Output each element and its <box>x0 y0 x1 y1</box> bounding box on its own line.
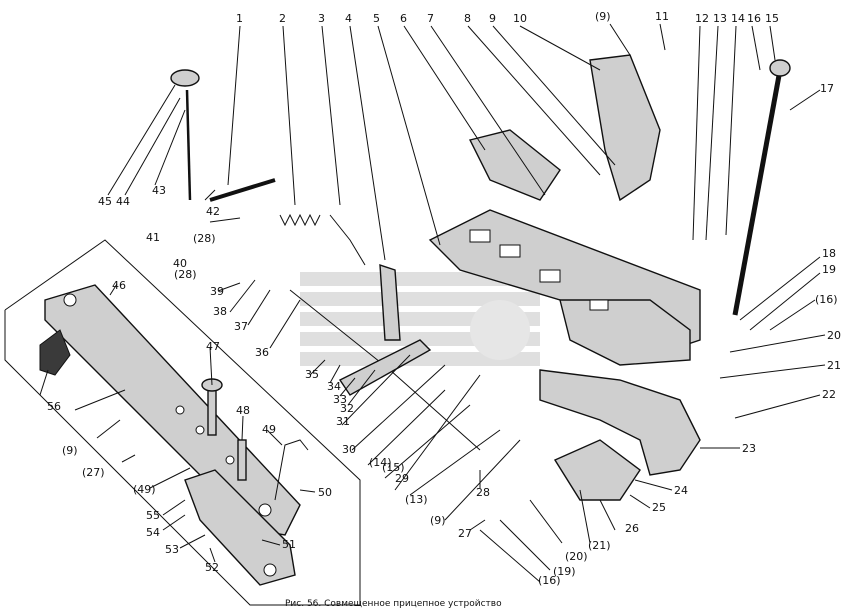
callout: 9 <box>489 12 496 25</box>
callout: 23 <box>742 442 756 455</box>
inset-frame <box>4 239 361 606</box>
callout: 14 <box>731 12 745 25</box>
callout: 5 <box>373 12 380 25</box>
callout: 1 <box>236 12 243 25</box>
callout: 31 <box>336 415 350 428</box>
clevis-part <box>39 329 71 376</box>
lever-4 <box>379 264 401 341</box>
frame-bracket <box>428 209 701 366</box>
callout: 17 <box>820 82 834 95</box>
callout: (27) <box>82 466 105 479</box>
shaft-31 <box>338 339 432 396</box>
callout: 11 <box>655 10 669 23</box>
lever-3 <box>329 214 366 266</box>
callout: (15) <box>382 461 405 474</box>
pin-47 <box>237 439 247 481</box>
callout: 15 <box>765 12 779 25</box>
callout: 51 <box>282 538 296 551</box>
plate-6 <box>468 129 561 201</box>
callout: (20) <box>565 550 588 563</box>
callout: 28 <box>476 486 490 499</box>
callouts: 1 2 3 4 5 6 7 8 9 10 (9) 11 12 13 14 16 … <box>39 10 841 587</box>
figure-caption: Рис. 56. Совмещенное прицепное устройств… <box>285 599 502 609</box>
callout: (13) <box>405 493 428 506</box>
plate-10 <box>589 54 661 202</box>
callout: 33 <box>333 393 347 406</box>
rod-42 <box>185 89 192 201</box>
callout: 38 <box>213 305 227 318</box>
callout: 53 <box>165 543 179 556</box>
callout: 12 <box>695 12 709 25</box>
callout: 21 <box>827 359 841 372</box>
callout: 27 <box>458 527 472 540</box>
callout: 16 <box>747 12 761 25</box>
callout: 10 <box>513 12 527 25</box>
callout: 4 <box>345 12 352 25</box>
callout: 22 <box>822 388 836 401</box>
callout: 40 <box>173 257 187 270</box>
callout: (28) <box>193 232 216 245</box>
hook-body <box>539 369 701 476</box>
drawbar-plate <box>184 469 296 586</box>
callout: 32 <box>340 402 354 415</box>
callout: (19) <box>553 565 576 578</box>
base-block <box>553 439 641 501</box>
callout: 42 <box>206 205 220 218</box>
callout: (21) <box>588 539 611 552</box>
callout: 30 <box>342 443 356 456</box>
callout: 48 <box>236 404 250 417</box>
callout: 47 <box>206 340 220 353</box>
callout: (9) <box>430 514 446 527</box>
callout: 2 <box>279 12 286 25</box>
callout: 29 <box>395 472 409 485</box>
drawbar-part <box>44 284 301 536</box>
callout: 6 <box>400 12 407 25</box>
callout: 54 <box>146 526 160 539</box>
link-rod-36 <box>289 289 481 451</box>
pin-48 <box>274 439 309 501</box>
pin-46 <box>207 384 217 436</box>
callout: 39 <box>210 285 224 298</box>
callout: 45 <box>98 195 112 208</box>
callout: 50 <box>318 486 332 499</box>
callout: 25 <box>652 501 666 514</box>
callout: 37 <box>234 320 248 333</box>
callout: 36 <box>255 346 269 359</box>
callout: 49 <box>262 423 276 436</box>
callout: (9) <box>62 444 78 457</box>
callout: (14) <box>369 456 392 469</box>
callout: 26 <box>625 522 639 535</box>
callout: 44 <box>116 195 130 208</box>
callout: (16) <box>815 293 838 306</box>
callout: 46 <box>112 279 126 292</box>
callout: 3 <box>318 12 325 25</box>
callout: 8 <box>464 12 471 25</box>
callout: 52 <box>205 561 219 574</box>
lever-1 <box>209 178 276 202</box>
callout: 35 <box>305 368 319 381</box>
callout: (9) <box>595 10 611 23</box>
callout: 56 <box>47 400 61 413</box>
rod-17 <box>732 69 783 316</box>
callout: 41 <box>146 231 160 244</box>
callout: (49) <box>133 483 156 496</box>
watermark-logo <box>300 272 540 366</box>
callout: (16) <box>538 574 561 587</box>
callout: 7 <box>427 12 434 25</box>
callout: (28) <box>174 268 197 281</box>
callout: 24 <box>674 484 688 497</box>
callout: 18 <box>822 247 836 260</box>
callout: 19 <box>822 263 836 276</box>
callout: 34 <box>327 380 341 393</box>
callout: 13 <box>713 12 727 25</box>
callout: 55 <box>146 509 160 522</box>
spring-2 <box>279 213 321 227</box>
callout: 20 <box>827 329 841 342</box>
callout: 43 <box>152 184 166 197</box>
handle-44 <box>170 69 200 87</box>
